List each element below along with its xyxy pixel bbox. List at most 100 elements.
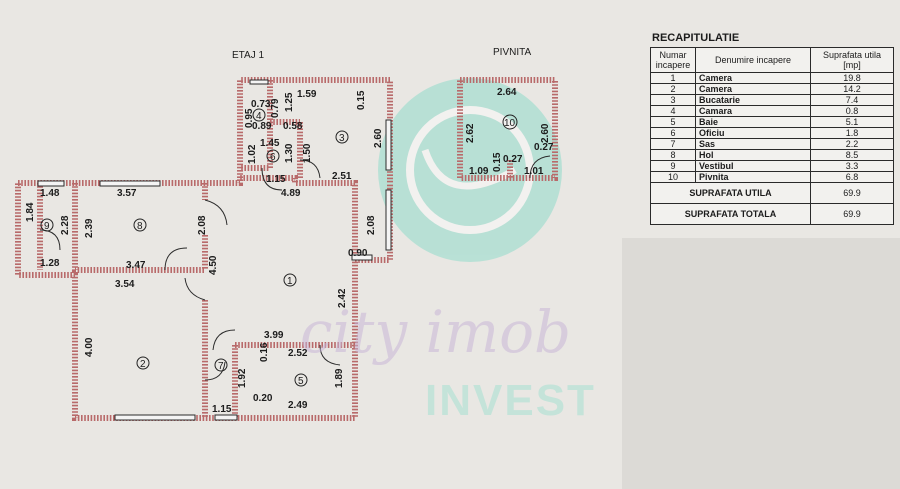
svg-text:1.01: 1.01 bbox=[524, 166, 544, 177]
recap-cell-area: 7.4 bbox=[810, 94, 894, 106]
svg-text:1.59: 1.59 bbox=[297, 89, 317, 100]
suprafata-utila-row: SUPRAFATA UTILA 69.9 bbox=[650, 182, 894, 204]
dimension-labels: 1.48 3.57 1.84 2.28 2.39 1.28 3.47 3.54 … bbox=[25, 87, 554, 415]
svg-text:0.15: 0.15 bbox=[492, 152, 503, 172]
recap-cell-num: 7 bbox=[650, 138, 696, 150]
recap-cell-name: Oficiu bbox=[695, 127, 811, 139]
recap-cell-area: 0.8 bbox=[810, 105, 894, 117]
svg-text:2.60: 2.60 bbox=[373, 128, 384, 148]
paper-shadow bbox=[622, 238, 900, 489]
svg-text:2.39: 2.39 bbox=[84, 218, 95, 238]
svg-text:1.15: 1.15 bbox=[266, 174, 286, 185]
room-number: 2 bbox=[136, 356, 150, 370]
recap-title: RECAPITULATIE bbox=[652, 32, 740, 44]
svg-text:0.27: 0.27 bbox=[503, 154, 523, 165]
svg-text:3.99: 3.99 bbox=[264, 330, 284, 341]
recap-cell-name: Sas bbox=[695, 138, 811, 150]
svg-text:3.57: 3.57 bbox=[117, 188, 137, 199]
watermark-text: city imob bbox=[300, 298, 571, 366]
recap-cell-area: 5.1 bbox=[810, 116, 894, 128]
svg-text:7: 7 bbox=[218, 361, 224, 372]
room-number: 5 bbox=[294, 373, 308, 387]
room-number: 3 bbox=[335, 130, 349, 144]
svg-text:2.60: 2.60 bbox=[540, 123, 551, 143]
svg-text:0.89: 0.89 bbox=[252, 121, 272, 132]
svg-text:3: 3 bbox=[339, 133, 345, 144]
recap-cell-name: Hol bbox=[695, 149, 811, 161]
svg-text:2.64: 2.64 bbox=[497, 87, 517, 98]
suprafata-totala-value: 69.9 bbox=[810, 203, 894, 225]
room-markers: 1 2 3 4 5 6 7 8 9 10 bbox=[40, 108, 518, 387]
svg-text:2.08: 2.08 bbox=[197, 215, 208, 235]
recap-cell-area: 19.8 bbox=[810, 72, 894, 84]
recap-cell-name: Camara bbox=[695, 105, 811, 117]
apartment-walls bbox=[15, 77, 393, 421]
recap-cell-num: 2 bbox=[650, 83, 696, 95]
header-num: Numar incapere bbox=[650, 47, 696, 73]
recap-table: Numar incapere Denumire incapere Suprafa… bbox=[650, 47, 894, 225]
svg-text:0.79: 0.79 bbox=[270, 98, 281, 118]
svg-text:9: 9 bbox=[44, 221, 50, 232]
svg-text:0.95: 0.95 bbox=[244, 108, 255, 128]
svg-text:2.52: 2.52 bbox=[288, 348, 308, 359]
svg-text:3.54: 3.54 bbox=[115, 279, 135, 290]
svg-text:1.89: 1.89 bbox=[334, 368, 345, 388]
svg-text:0.15: 0.15 bbox=[356, 90, 367, 110]
svg-text:1.30: 1.30 bbox=[284, 143, 295, 163]
recap-cell-area: 2.2 bbox=[810, 138, 894, 150]
suprafata-totala-row: SUPRAFATA TOTALA 69.9 bbox=[650, 203, 894, 225]
svg-text:4.89: 4.89 bbox=[281, 188, 301, 199]
recap-cell-area: 3.3 bbox=[810, 160, 894, 172]
room-number: 8 bbox=[133, 218, 147, 232]
recap-cell-name: Camera bbox=[695, 83, 811, 95]
recap-cell-num: 10 bbox=[650, 171, 696, 183]
room-number: 1 bbox=[283, 273, 297, 287]
svg-text:1.84: 1.84 bbox=[25, 202, 36, 222]
svg-text:1.45: 1.45 bbox=[260, 138, 280, 149]
recap-cell-num: 4 bbox=[650, 105, 696, 117]
recap-cell-num: 3 bbox=[650, 94, 696, 106]
recap-cell-name: Bucatarie bbox=[695, 94, 811, 106]
recap-cell-area: 8.5 bbox=[810, 149, 894, 161]
svg-text:2.62: 2.62 bbox=[465, 123, 476, 143]
suprafata-totala-label: SUPRAFATA TOTALA bbox=[650, 203, 811, 225]
svg-text:2: 2 bbox=[140, 359, 146, 370]
svg-text:2.42: 2.42 bbox=[337, 288, 348, 308]
recap-cell-name: Baie bbox=[695, 116, 811, 128]
svg-text:0.16: 0.16 bbox=[259, 342, 270, 362]
svg-text:1.15: 1.15 bbox=[212, 404, 232, 415]
svg-text:0.58: 0.58 bbox=[283, 121, 303, 132]
header-name: Denumire incapere bbox=[695, 47, 811, 73]
svg-text:1.50: 1.50 bbox=[302, 143, 313, 163]
svg-text:4.50: 4.50 bbox=[208, 255, 219, 275]
recap-cell-num: 6 bbox=[650, 127, 696, 139]
svg-text:10: 10 bbox=[504, 118, 516, 129]
svg-text:0.20: 0.20 bbox=[253, 393, 273, 404]
room-number: 4 bbox=[252, 108, 266, 122]
svg-text:4: 4 bbox=[256, 111, 262, 122]
basement-label: PIVNITA bbox=[493, 47, 531, 58]
room-number: 9 bbox=[40, 218, 54, 232]
svg-text:5: 5 bbox=[298, 376, 304, 387]
svg-text:2.49: 2.49 bbox=[288, 400, 308, 411]
svg-text:2.51: 2.51 bbox=[332, 171, 352, 182]
recap-cell-area: 1.8 bbox=[810, 127, 894, 139]
svg-text:1.48: 1.48 bbox=[40, 188, 60, 199]
svg-text:0.73: 0.73 bbox=[251, 99, 271, 110]
recap-cell-area: 14.2 bbox=[810, 83, 894, 95]
basement-door bbox=[529, 155, 551, 179]
svg-text:1.25: 1.25 bbox=[284, 92, 295, 112]
recap-cell-name: Pivnita bbox=[695, 171, 811, 183]
svg-text:2.28: 2.28 bbox=[60, 215, 71, 235]
recap-cell-num: 5 bbox=[650, 116, 696, 128]
